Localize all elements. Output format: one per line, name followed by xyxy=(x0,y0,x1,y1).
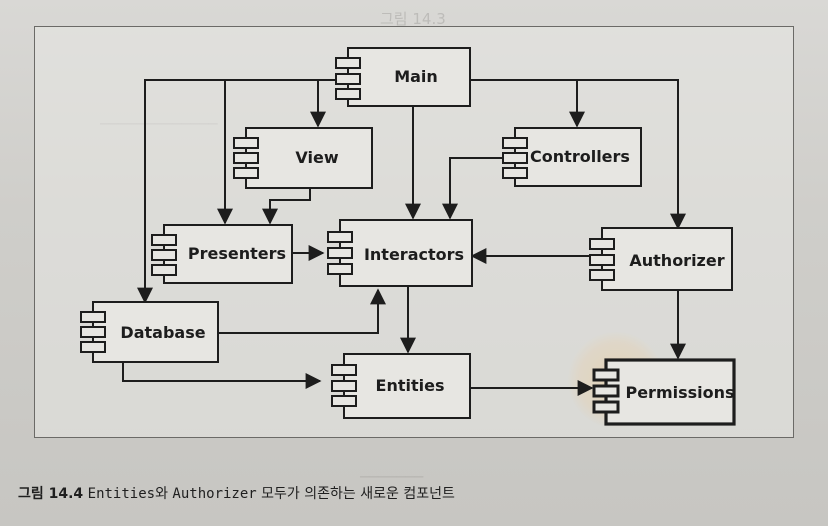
component-label: Interactors xyxy=(364,245,464,264)
bleed-through-text: ─────── xyxy=(360,468,424,486)
caption-connector: 와 xyxy=(155,486,168,502)
figure-number: 그림 14.4 xyxy=(18,486,84,502)
bleed-through-text: 그림 14.3 xyxy=(380,10,446,28)
component-label: Presenters xyxy=(188,244,286,263)
component-label: Database xyxy=(120,323,205,342)
arrow-controllers-interactors xyxy=(442,157,515,220)
caption-term-entities: Entities xyxy=(87,486,156,502)
component-label: Entities xyxy=(376,376,445,395)
component-interactors: Interactors xyxy=(327,219,473,287)
component-authorizer: Authorizer xyxy=(589,227,733,291)
component-label: Permissions xyxy=(625,383,734,402)
component-label: View xyxy=(295,148,338,167)
component-label: Authorizer xyxy=(629,251,724,270)
component-entities: Entities xyxy=(331,353,471,419)
arrow-view-presenters xyxy=(262,188,311,225)
arrow-database-entities xyxy=(122,362,322,389)
figure-caption: 그림 14.4 Entities와 Authorizer 모두가 의존하는 새로… xyxy=(18,483,455,503)
component-presenters: Presenters xyxy=(151,224,293,284)
component-controllers: Controllers xyxy=(502,127,642,187)
arrow-database-interactors xyxy=(218,288,386,334)
caption-text: 모두가 의존하는 새로운 컴포넌트 xyxy=(261,486,455,502)
component-label: Controllers xyxy=(530,147,630,166)
arrow-main-view xyxy=(310,79,348,128)
component-database: Database xyxy=(80,301,219,363)
component-label: Main xyxy=(394,67,438,86)
arrow-main-authorizer xyxy=(470,79,686,230)
arrow-main-controllers xyxy=(470,79,585,128)
component-main: Main xyxy=(335,47,471,107)
component-view: View xyxy=(233,127,373,189)
caption-term-authorizer: Authorizer xyxy=(172,486,257,502)
arrow-main-presenters xyxy=(217,79,348,225)
component-permissions: Permissions xyxy=(592,358,736,426)
